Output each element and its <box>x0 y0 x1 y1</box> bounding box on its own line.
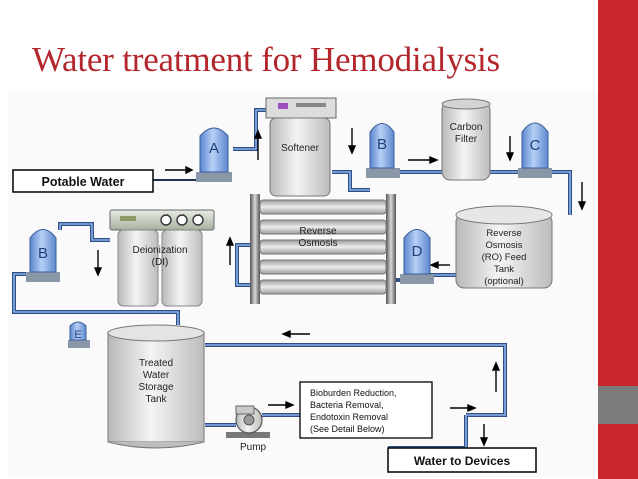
ro-label-line2: Osmosis <box>299 238 338 249</box>
bioburden-line3: Endotoxin Removal <box>310 412 388 422</box>
bioburden-line1: Bioburden Reduction, <box>310 388 397 398</box>
ro-label-line1: Reverse <box>299 226 337 237</box>
feed-tank-line4: Tank <box>494 264 514 275</box>
pump: Pump <box>226 405 270 453</box>
arrow-down-devices <box>479 424 489 447</box>
storage-tank: Treated Water Storage Tank <box>107 324 205 449</box>
carbon-filter-line2: Filter <box>455 134 478 145</box>
reverse-osmosis-unit: Reverse Osmosis <box>250 194 396 304</box>
storage-tank-line4: Tank <box>145 394 167 405</box>
filter-b1: B <box>366 123 400 178</box>
filter-a-label: A <box>209 140 219 157</box>
arrow-up-return <box>491 361 501 392</box>
water-to-devices-box <box>387 447 537 473</box>
bioburden-box: Bioburden Reduction, Bacteria Removal, E… <box>299 381 433 439</box>
filter-b2-label: B <box>38 245 48 262</box>
filter-d: D <box>400 229 434 284</box>
flow-arrows <box>93 128 587 447</box>
arrow-down-c <box>577 182 587 211</box>
filter-c-label: C <box>530 137 541 154</box>
di-label-line2: (DI) <box>152 257 169 268</box>
arrow-right-pump <box>268 400 295 410</box>
arrow-down-b2 <box>93 250 103 277</box>
softener-label: Softener <box>281 143 319 154</box>
arrow-up-a <box>253 129 263 160</box>
arrow-down-carbon <box>505 136 515 162</box>
storage-tank-line1: Treated <box>139 358 173 369</box>
softener: Softener <box>265 97 337 197</box>
slide-title: Water treatment for Hemodialysis <box>32 40 500 79</box>
di-label-line1: Deionization <box>132 245 187 256</box>
carbon-filter-line1: Carbon <box>450 122 483 133</box>
deionization-unit: Deionization (DI) <box>109 209 215 307</box>
filter-d-label: D <box>412 243 423 260</box>
storage-tank-line3: Storage <box>138 382 173 393</box>
filter-c: C <box>518 122 552 178</box>
arrow-right-box <box>450 403 477 413</box>
ro-feed-tank: Reverse Osmosis (RO) Feed Tank (optional… <box>455 205 553 289</box>
bioburden-line2: Bacteria Removal, <box>310 400 384 410</box>
bioburden-line4: (See Detail Below) <box>310 424 385 434</box>
pipe-highlights <box>13 109 571 449</box>
filter-b2: B <box>26 229 60 282</box>
carbon-filter: Carbon Filter <box>441 98 491 181</box>
feed-tank-line5: (optional) <box>484 276 524 287</box>
filter-e-label: E <box>74 329 81 341</box>
accent-block <box>598 386 638 424</box>
potable-water-label: Potable Water <box>42 175 125 189</box>
arrow-right-inlet <box>165 165 194 175</box>
water-treatment-diagram: Potable Water A Softener B Carbon Filter… <box>12 97 587 473</box>
pump-label: Pump <box>240 442 267 453</box>
feed-tank-line2: Osmosis <box>486 240 523 251</box>
arrow-right-b1 <box>408 155 439 165</box>
feed-tank-line3: (RO) Feed <box>482 252 527 263</box>
water-to-devices-label: Water to Devices <box>414 454 511 468</box>
filter-a: A <box>196 127 232 182</box>
filter-e: E <box>68 321 90 348</box>
arrow-left-return <box>281 329 310 339</box>
arrow-down-softener <box>347 128 357 155</box>
arrow-left-feed <box>429 260 450 270</box>
potable-water-box <box>12 169 154 193</box>
arrow-up-ro <box>225 236 235 265</box>
feed-tank-line1: Reverse <box>486 228 521 239</box>
storage-tank-line2: Water <box>143 370 170 381</box>
filter-b1-label: B <box>377 136 387 153</box>
